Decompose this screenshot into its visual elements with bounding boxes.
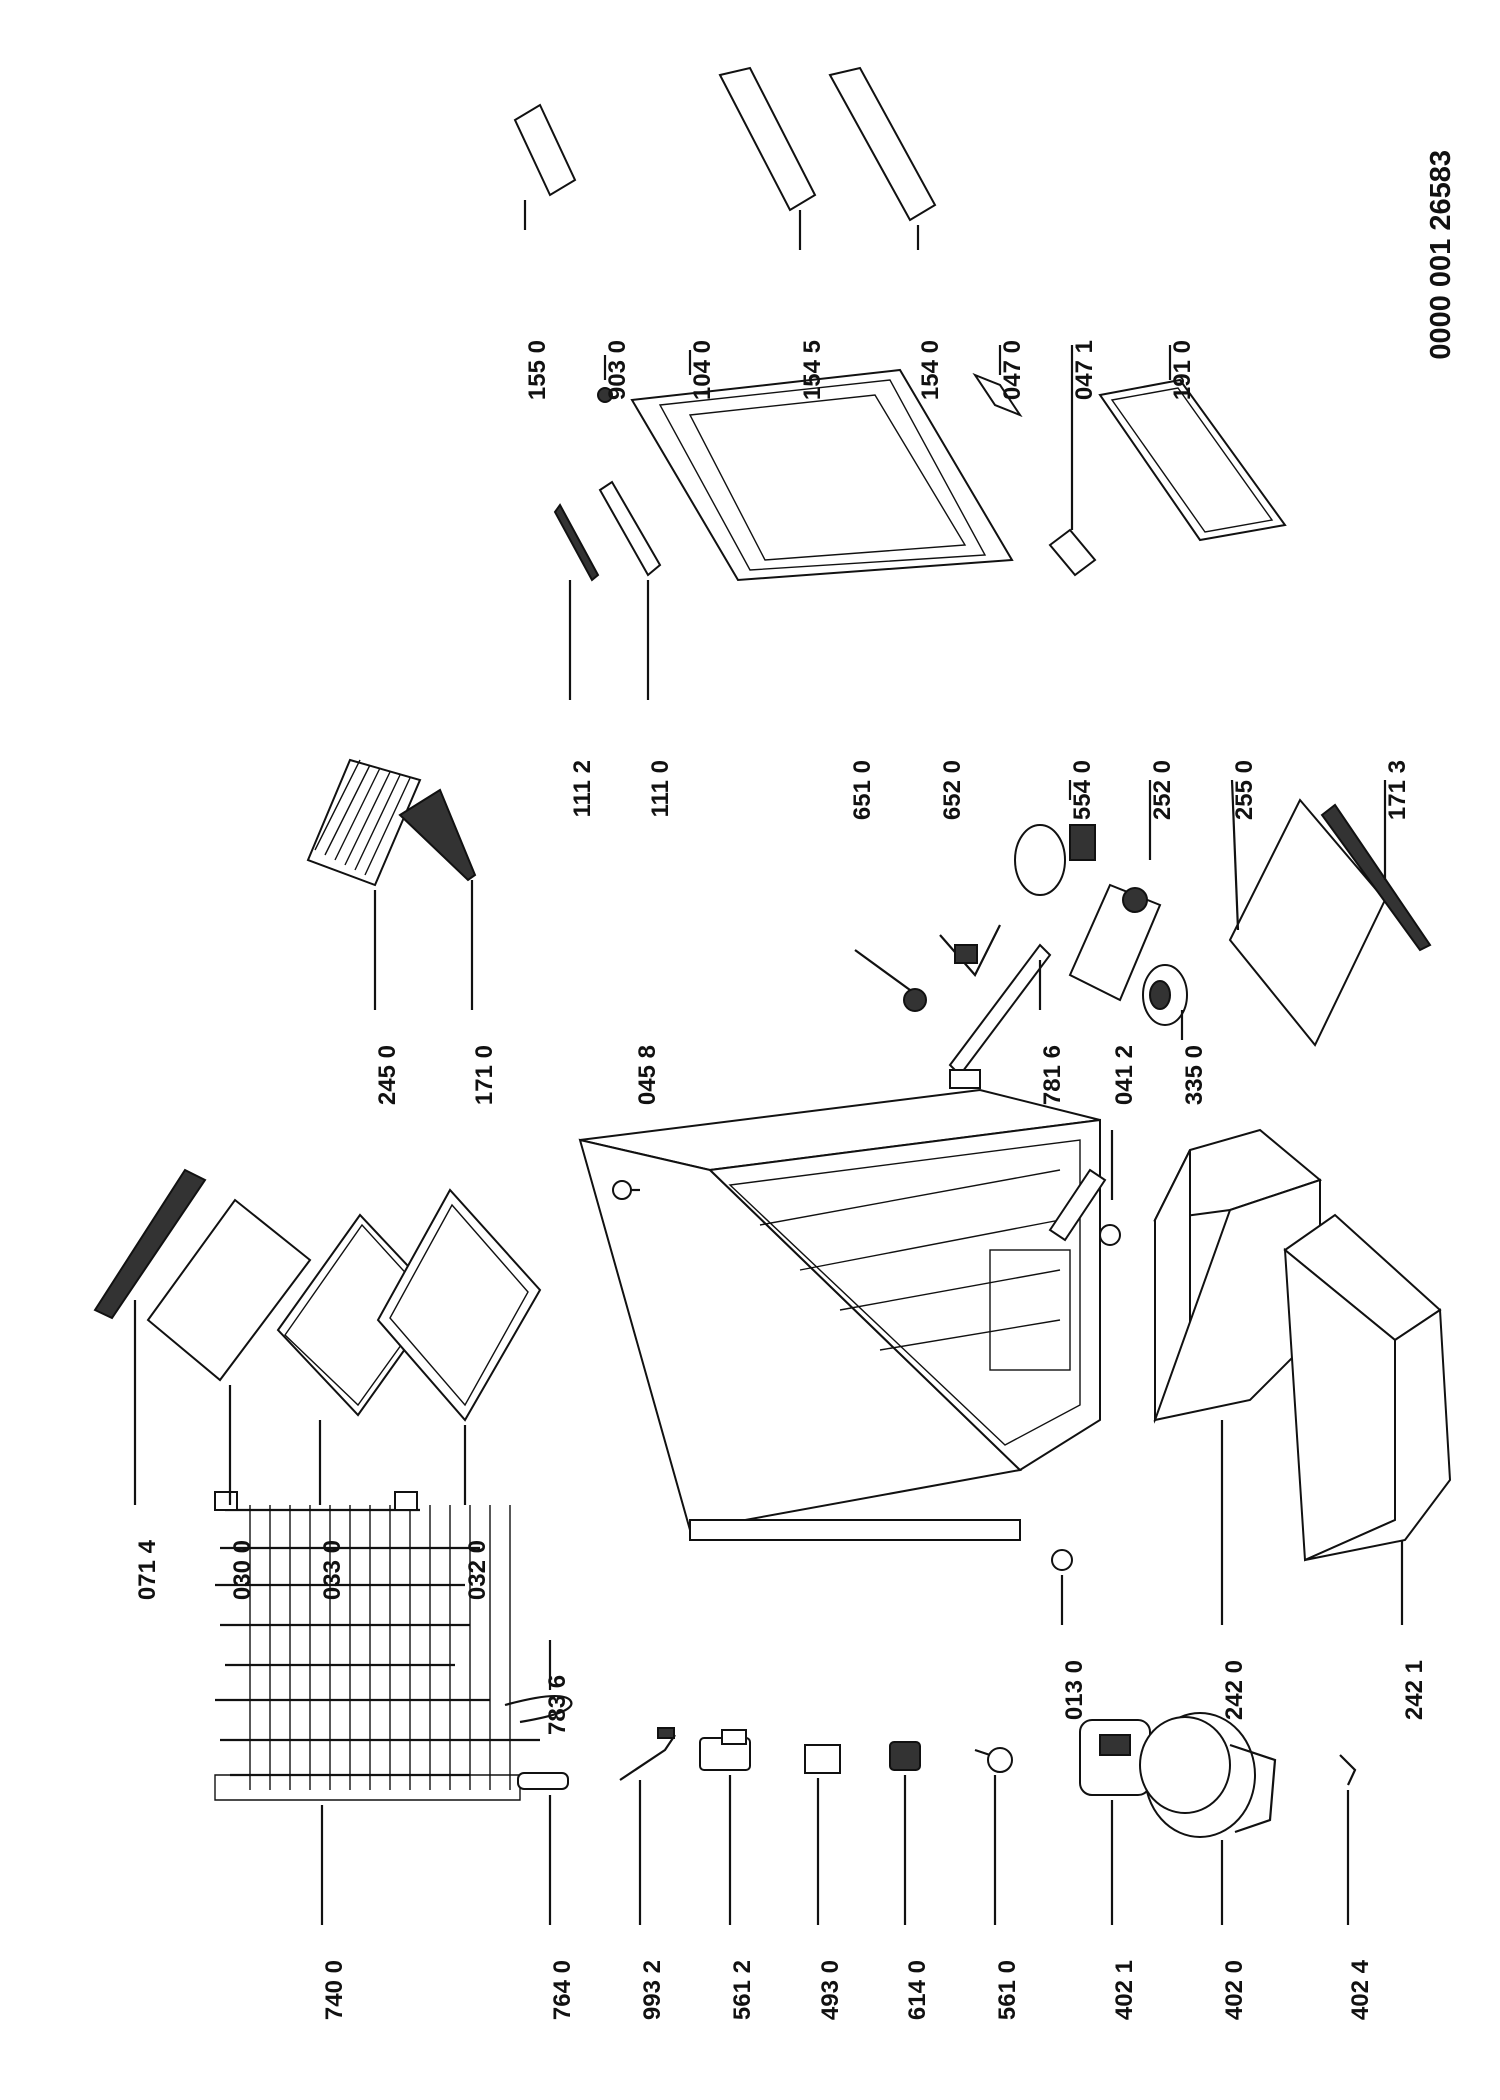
part-071-4-grille [93,1168,207,1505]
part-554-0-fan [1014,780,1096,896]
label-252-0: 252 0 [1149,760,1176,820]
cabinet-body [578,1088,1101,1541]
label-402-4: 402 4 [1347,1959,1374,2020]
label-561-0: 561 0 [994,1960,1021,2020]
label-013-0: 013 0 [1061,1660,1088,1720]
part-402-0-compressor [1139,1712,1277,1925]
part-993-2-cable [619,1727,676,1925]
label-740-0: 740 0 [321,1960,348,2020]
part-171-0-strip [398,788,477,1010]
part-labels: 071 4 030 0 033 0 032 0 783 6 013 0 242 … [134,340,1428,2020]
label-041-2: 041 2 [1111,1045,1138,1105]
part-245-0-wire-shelf [306,758,422,1010]
label-903-0: 903 0 [604,340,631,400]
part-561-0-overload [974,1747,1013,1925]
label-191-0: 191 0 [1169,340,1196,400]
label-155-0: 155 0 [524,340,551,400]
label-245-0: 245 0 [374,1045,401,1105]
part-614-0-capacitor [889,1741,921,1925]
label-242-1: 242 1 [1401,1660,1428,1720]
label-171-3: 171 3 [1384,760,1411,820]
part-154-5-balcony [718,66,817,250]
label-242-0: 242 0 [1221,1660,1248,1720]
label-651-0: 651 0 [849,760,876,820]
part-781-6-rail [948,943,1052,1089]
label-783-6: 783 6 [544,1675,571,1735]
label-111-0: 111 0 [647,760,674,817]
label-033-0: 033 0 [319,1540,346,1600]
part-651-0-knob [854,949,927,1012]
part-493-0-cover [804,1744,841,1925]
label-255-0: 255 0 [1231,760,1258,820]
part-402-1-compressor-box [1079,1719,1151,1925]
part-013-0-foot [1051,1549,1073,1625]
label-047-0: 047 0 [999,340,1026,400]
part-252-0-housing [1068,780,1162,1002]
part-045-8-screw [612,1180,640,1200]
label-032-0: 032 0 [464,1540,491,1600]
label-652-0: 652 0 [939,760,966,820]
part-191-0-gasket [1098,345,1287,542]
part-903-0-pin [597,355,613,403]
part-764-0-drier [517,1772,569,1925]
part-047-1-hinge [1048,345,1097,577]
part-030-0-panel [146,1198,312,1505]
label-071-4: 071 4 [134,1539,161,1600]
part-032-0-shelf-frame [376,1188,542,1505]
part-111-2-strip [553,503,600,700]
label-554-0: 554 0 [1069,760,1096,820]
part-652-0-thermostat [939,924,1001,977]
part-104-0-door [630,350,1014,582]
part-047-0-bracket [972,345,1023,418]
label-614-0: 614 0 [904,1960,931,2020]
label-561-2: 561 2 [729,1960,756,2020]
label-335-0: 335 0 [1181,1045,1208,1105]
part-154-0-balcony [828,66,937,250]
label-402-0: 402 0 [1221,1960,1248,2020]
label-045-8: 045 8 [634,1045,661,1105]
label-764-0: 764 0 [549,1960,576,2020]
part-402-4-clip [1339,1754,1357,1925]
label-781-6: 781 6 [1039,1045,1066,1105]
label-402-1: 402 1 [1111,1960,1138,2020]
part-155-0-egg-tray [513,103,577,230]
label-154-5: 154 5 [799,340,826,400]
part-242-0-crisper [1153,1128,1323,1625]
document-number: 0000 001 26583 [1425,150,1457,360]
label-993-2: 993 2 [639,1960,666,2020]
part-041-2-hinge [1048,1130,1121,1246]
label-111-2: 111 2 [569,760,596,817]
part-171-3-strip [1320,780,1432,952]
label-493-0: 493 0 [817,1960,844,2020]
label-047-1: 047 1 [1071,340,1098,400]
part-740-0-condenser [214,1491,540,1925]
part-111-0-handle [598,480,662,700]
label-154-0: 154 0 [917,340,944,400]
label-171-0: 171 0 [471,1045,498,1105]
part-561-2-relay [699,1729,751,1925]
part-335-0-cover [1142,964,1188,1040]
label-030-0: 030 0 [229,1540,256,1600]
part-242-1-crisper [1283,1213,1452,1625]
part-783-6-tube [504,1640,573,1724]
label-104-0: 104 0 [689,340,716,400]
